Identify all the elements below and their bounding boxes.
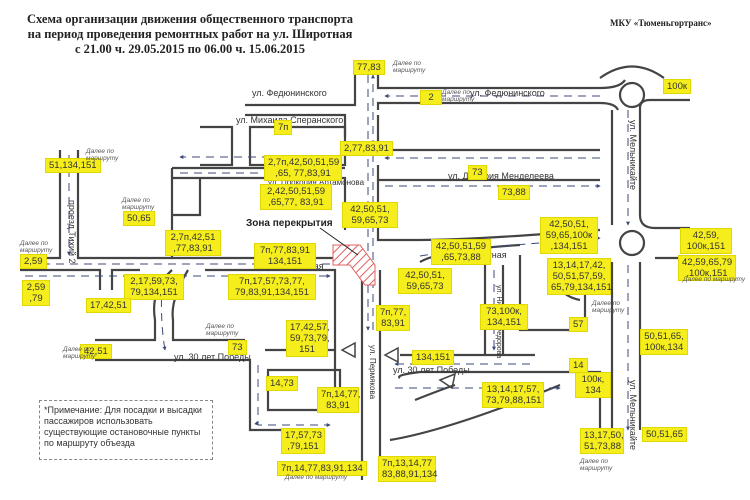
route-label: 7п,13,14,77 83,88,91,134	[378, 456, 437, 482]
route-label: 7п,14,77,83,91,134	[277, 461, 367, 476]
zone-pointer	[319, 227, 359, 256]
route-label: 77,83	[353, 60, 385, 75]
map-title: Схема организации движения общественного…	[20, 12, 360, 57]
street-tikhiy: проезд Тихий 2	[67, 200, 77, 264]
road-edge	[376, 101, 620, 111]
route-label: 13,14,17,42, 50,51,57,59, 65,79,134,151	[547, 258, 612, 295]
route-label: 2,77,83,91	[340, 141, 393, 156]
route-label: 42,51	[80, 344, 112, 359]
route-label: 2,7п,42,51 ,77,83,91	[165, 230, 221, 256]
route-label: 42,50,51,59 ,65,73,88	[431, 239, 491, 265]
closure-zone	[332, 244, 376, 286]
organization-name: МКУ «Тюменьгортранс»	[610, 18, 712, 28]
closure-zone-label: Зона перекрытия	[246, 218, 333, 229]
road-edge	[376, 115, 600, 152]
road-edge	[638, 108, 690, 230]
continue-note: Далее по маршруту	[285, 474, 348, 481]
route-label: 7п,77, 83,91	[376, 305, 410, 331]
road-edge	[248, 125, 347, 167]
route-label: 73,100к, 134,151	[480, 304, 528, 330]
route-label: 73	[468, 165, 487, 180]
route-label: 2,59 ,79	[22, 280, 50, 306]
remark-box: *Примечание: Для посадки и высадки пасса…	[39, 400, 213, 460]
road-edge	[172, 178, 202, 217]
continue-note: Далее по маршруту	[393, 60, 426, 74]
continue-note: Далее по маршруту	[86, 148, 119, 162]
continue-note: Далее по маршруту	[592, 300, 625, 314]
street-artamonova: ул. Прокопия Артамонова	[268, 178, 365, 187]
road-edge	[599, 65, 665, 79]
route-label: 73,88	[498, 185, 530, 200]
road-edge	[376, 72, 626, 90]
route-label: 50,65	[123, 211, 155, 226]
route-label: 42,50,51, 59,65,73	[342, 202, 398, 228]
road-edge	[110, 268, 140, 290]
route-label: 17,57,73 ,79,151	[281, 428, 325, 454]
continue-note: Далее по маршруту	[683, 276, 746, 283]
route-label: 134,151	[412, 350, 455, 365]
road-edge	[20, 268, 102, 290]
street-fedyuninskogo-west: ул. Федюнинского	[252, 88, 327, 98]
continue-note: Далее по маршруту	[442, 89, 475, 103]
route-label: 2,17,59,73, 79,134,151	[124, 274, 184, 300]
continue-note: Далее по маршруту	[63, 346, 96, 360]
triangle-sign-icon	[438, 372, 457, 390]
roundabout-north	[618, 81, 646, 109]
route-label: 7п,17,57,73,77, 79,83,91,134,151	[228, 274, 316, 300]
route-label: 50,51,65	[642, 427, 687, 442]
route-label: 17,42,57, 59,73,79, 151	[286, 320, 330, 357]
route-label: 17,42,51	[86, 298, 131, 313]
route-arrow-line	[254, 365, 331, 427]
road-edge	[76, 150, 174, 260]
triangle-sign-icon	[340, 341, 356, 359]
route-label: 73	[228, 340, 247, 355]
route-label: 100к, 134	[575, 372, 611, 398]
route-label: 2,59	[20, 254, 47, 269]
route-label: 2,7п,42,50,51,59 ,65, 77,83,91	[264, 155, 342, 181]
route-label: 2	[420, 90, 442, 105]
roundabout-south	[618, 229, 646, 257]
route-label: 42,59,65,79 ,100к,151	[678, 255, 736, 281]
route-label: 2,42,50,51,59 ,65,77, 83,91	[260, 184, 332, 210]
route-label: 13,14,17,57, 73,79,88,151	[482, 382, 544, 408]
street-permyakova: ул. Пермякова	[368, 345, 377, 400]
street-melnikayte-south: ул. Мельникайте	[628, 380, 638, 450]
route-label: 7п,77,83,91 134,151	[254, 243, 316, 269]
street-melnikayte-north: ул. Мельникайте	[628, 120, 638, 190]
route-label: 14	[569, 358, 588, 373]
road-edge	[200, 125, 234, 167]
continue-note: Далее по маршруту	[580, 458, 613, 472]
route-label: 100к	[663, 79, 692, 94]
route-label: 42,59, 100к,151	[680, 228, 732, 254]
street-mendeleeva: ул. Дмитрия Менделеева	[448, 171, 554, 181]
route-label: 14,73	[266, 376, 298, 391]
street-fedyuninskogo-east: ул. Федюнинского	[470, 88, 545, 98]
road-edge	[638, 98, 690, 109]
road-edge	[414, 383, 456, 402]
route-label: 7п	[274, 120, 293, 135]
route-label: 50,51,65, 100к,134	[640, 329, 688, 355]
continue-note: Далее по маршруту	[20, 240, 53, 254]
continue-note: Далее по маршруту	[122, 197, 155, 211]
route-label: 7п,14,77, 83,91	[317, 387, 360, 413]
continue-note: Далее по маршруту	[206, 323, 239, 337]
triangle-sign-icon	[383, 346, 399, 364]
road-edge	[398, 370, 560, 379]
street-pobedy-east: ул. 30 лет Победы	[393, 365, 470, 375]
route-label: 42,50,51, 59,65,100к ,134,151	[540, 217, 598, 254]
route-label: 13,17,50, 51,73,88	[580, 428, 624, 454]
title-line: Схема организации движения общественного…	[26, 12, 354, 26]
road-edge	[245, 72, 357, 107]
route-label: 51,134,151	[45, 158, 101, 173]
title-line: на период проведения ремонтных работ на …	[27, 27, 353, 41]
route-label: 57	[569, 317, 588, 332]
road-edge	[518, 255, 587, 332]
title-line: с 21.00 ч. 29.05.2015 по 06.00 ч. 15.06.…	[75, 42, 305, 56]
detour-routes	[24, 74, 630, 431]
route-label: 42,50,51, 59,65,73	[398, 268, 452, 294]
yield-triangles	[340, 341, 457, 390]
street-pobedy-west: ул. 30 лет Победы	[174, 352, 251, 362]
